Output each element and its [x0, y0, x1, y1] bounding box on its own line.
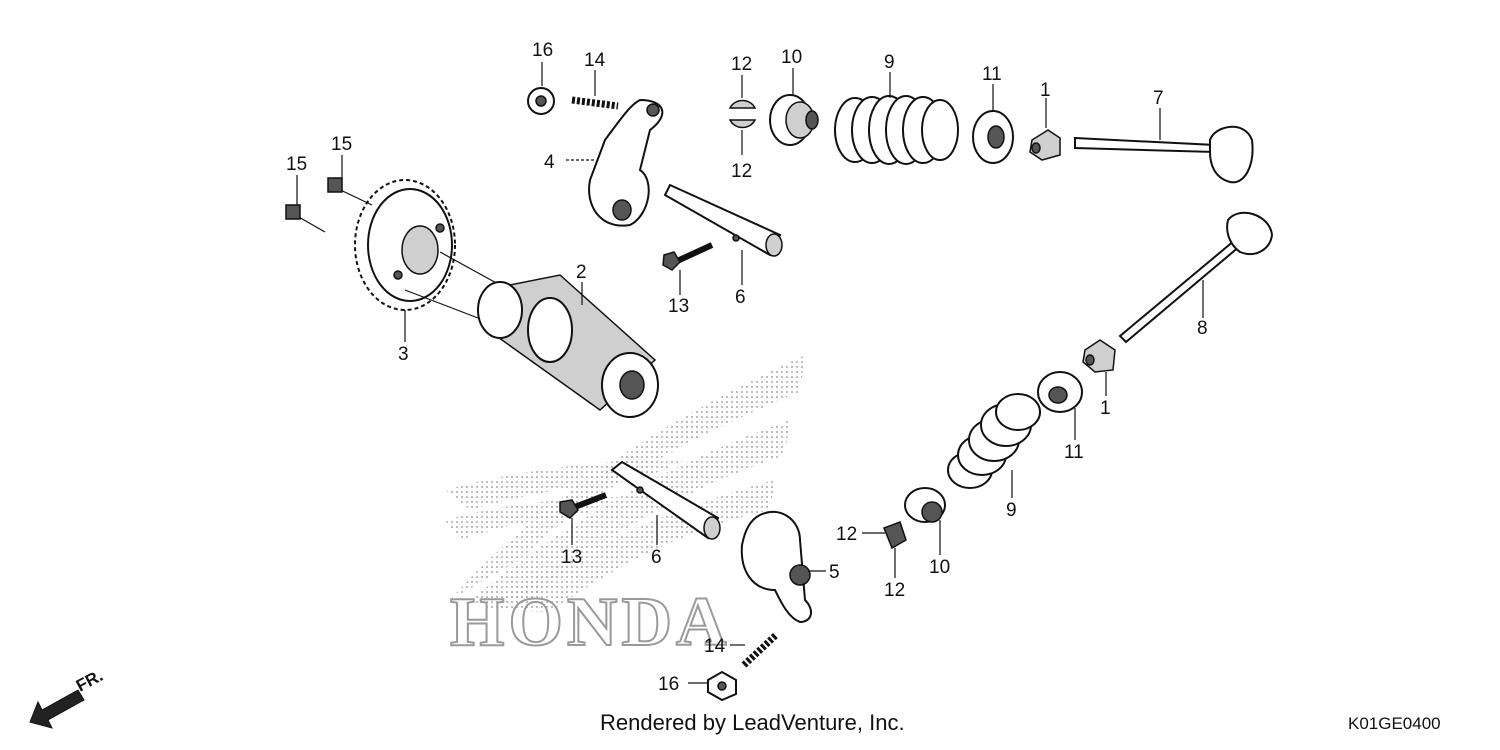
callout-16-top: 16 [532, 40, 553, 61]
part-11-retainer-bottom [1037, 371, 1083, 413]
callout-labels: 16 14 12 10 9 11 1 7 4 12 15 15 2 3 13 6… [286, 40, 1208, 695]
part-8-exhaust-valve [1118, 211, 1274, 344]
part-13-bolt-bottom [559, 492, 608, 519]
callout-14-bottom: 14 [704, 636, 726, 657]
diagram-code: K01GE0400 [1348, 714, 1441, 733]
callout-15-a: 15 [331, 134, 352, 155]
callout-9-top: 9 [884, 52, 895, 73]
front-direction-arrow: FR. [29, 666, 106, 729]
callout-14-top: 14 [584, 50, 606, 71]
part-16-nut-bottom [707, 670, 737, 702]
part-3-cam-sprocket [354, 179, 456, 311]
part-10-spring-seat-bottom [904, 487, 946, 523]
part-11-retainer-top [972, 110, 1014, 164]
part-15-bolts [285, 177, 373, 233]
callout-2: 2 [576, 262, 587, 283]
part-4-rocker-arm [588, 98, 664, 227]
part-2-camshaft [404, 251, 659, 418]
callout-10-top: 10 [781, 47, 802, 68]
leader-lines [296, 62, 1204, 684]
callout-7: 7 [1153, 88, 1164, 109]
callout-8: 8 [1197, 318, 1208, 339]
callout-3: 3 [398, 344, 409, 365]
callout-15-b: 15 [286, 154, 307, 175]
callout-6-bottom: 6 [651, 547, 662, 568]
callout-1-top: 1 [1040, 80, 1051, 101]
render-credit: Rendered by LeadVenture, Inc. [600, 710, 905, 735]
part-14-adjusting-screw-top [571, 96, 619, 110]
callout-12-top-b: 12 [731, 161, 752, 182]
callout-12-bottom-a: 12 [836, 524, 857, 545]
callout-11-top: 11 [982, 64, 1002, 85]
callout-4: 4 [544, 152, 555, 173]
part-1-stem-seal-bottom [1082, 339, 1116, 373]
callout-1-bottom: 1 [1100, 398, 1111, 419]
callout-12-top-a: 12 [731, 54, 752, 75]
part-6-rocker-shaft-bottom [610, 460, 721, 540]
honda-logo-text: HONDA [450, 584, 731, 661]
part-12-cotters-bottom [883, 521, 907, 550]
part-5-rocker-arm [740, 510, 812, 624]
part-10-spring-seat-top [769, 94, 819, 146]
part-6-rocker-shaft-top [663, 183, 783, 257]
part-9-valve-spring-bottom [947, 393, 1041, 489]
part-1-stem-seal-top [1029, 129, 1061, 161]
callout-5: 5 [829, 562, 840, 583]
callout-16-bottom: 16 [658, 674, 679, 695]
part-12-cotters-top [728, 99, 757, 129]
part-7-intake-valve [1074, 125, 1254, 184]
part-13-bolt-top [662, 242, 714, 271]
callout-11-bottom: 11 [1064, 442, 1084, 463]
part-9-valve-spring-top [834, 95, 959, 165]
callout-9-bottom: 9 [1006, 500, 1017, 521]
part-16-nut-top [527, 87, 555, 115]
callout-10-bottom: 10 [929, 557, 950, 578]
part-14-adjusting-screw-bottom [741, 632, 779, 668]
callout-12-bottom-b: 12 [884, 580, 905, 601]
callout-6-top: 6 [735, 287, 746, 308]
callout-13-top: 13 [668, 296, 689, 317]
callout-13-bottom: 13 [561, 547, 582, 568]
